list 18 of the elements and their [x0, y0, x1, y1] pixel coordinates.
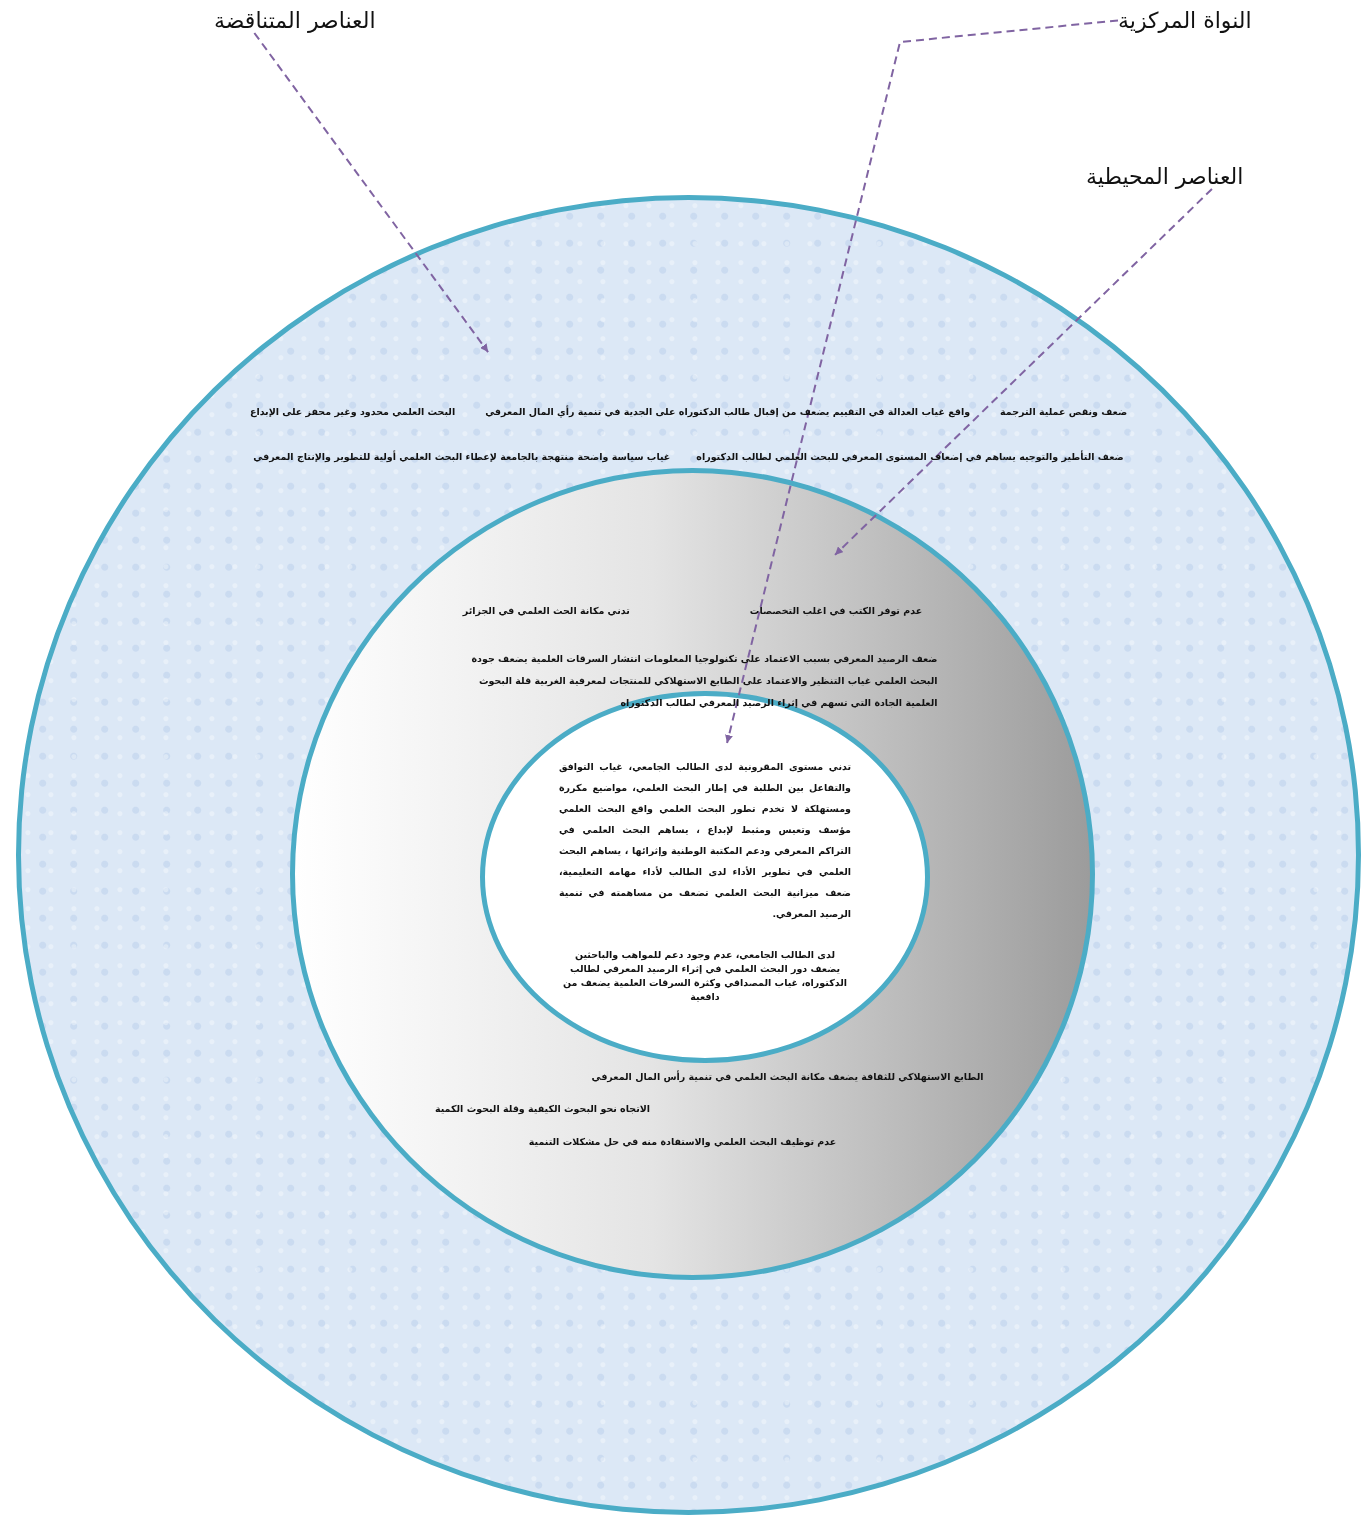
factor-text: ضعف ونقص عملية الترجمة [1000, 406, 1128, 417]
factor-text: واقع غياب العدالة في التقييم يضعف من إقبال طالب الدكتوراه على الجدية في تنمية رأي المال المعرفي [485, 406, 971, 417]
leader-line [834, 188, 1213, 556]
factor-text: ضعف التأطير والتوجيه يساهم في إضعاف المستوى المعرفي للبحث العلمي لطالب الدكتوراه [696, 451, 1124, 462]
factor-text: عدم توفر الكتب في اغلب التخصصات [749, 605, 923, 616]
factor-text: الطابع الاستهلاكي للثقافة يضعف مكانة البحث العلمي في تنمية رأس المال المعرفي [591, 1071, 984, 1082]
factor-text: لدى الطالب الجامعي، عدم وجود دعم للمواهب والباحثين يضعف دور البحث العلمي في إثراء الرصيد المعرفي لطالب الدكتوراه، غياب المصداقي وكثرة السرقات العلمية يضعف من دافعية [561, 948, 848, 1004]
callout-label: العناصر المحيطية [1086, 164, 1244, 189]
callout-label: النواة المركزية [1118, 8, 1252, 33]
factor-text: عدم توظيف البحث العلمي والاستفادة منه في حل مشكلات التنمية [528, 1136, 837, 1147]
factor-text: البحث العلمي محدود وغير محفز على الإبداع [249, 406, 456, 417]
factor-text: الاتجاه نحو البحوث الكيفية وقلة البحوث الكمية [434, 1103, 651, 1114]
leader-line [253, 32, 490, 354]
factor-text: غياب سياسة واضحة منتهجة بالجامعة لإعطاء البحث العلمي أولية للتطوير والإنتاج المعرفي [253, 451, 671, 462]
callout-label: العناصر المتناقضة [214, 8, 376, 33]
factor-text: تدني مستوى المقرونية لدى الطالب الجامعي، غياب التوافق والتفاعل بين الطلبة في إطار البحث العلمي، مواضيع مكررة ومستهلكة لا تخدم تطور البحث العلمي واقع البحث العلمي مؤسف وتعيس ومثبط لإبداع ، يساهم البحث العلمي في التراكم المعرفي ودعم المكتبة الوطنية وإثرائها ، يساهم البحث العلمي في تطوير الأداء لدى الطالب لأداء مهامه التعليمية، ضعف ميزانية البحث العلمي تضعف من مساهمته في تنمية الرصيد المعرفي. [559, 760, 851, 922]
factor-text: تدني مكانة الحث العلمي في الجزائر [462, 605, 630, 616]
leader-line [725, 19, 1119, 745]
